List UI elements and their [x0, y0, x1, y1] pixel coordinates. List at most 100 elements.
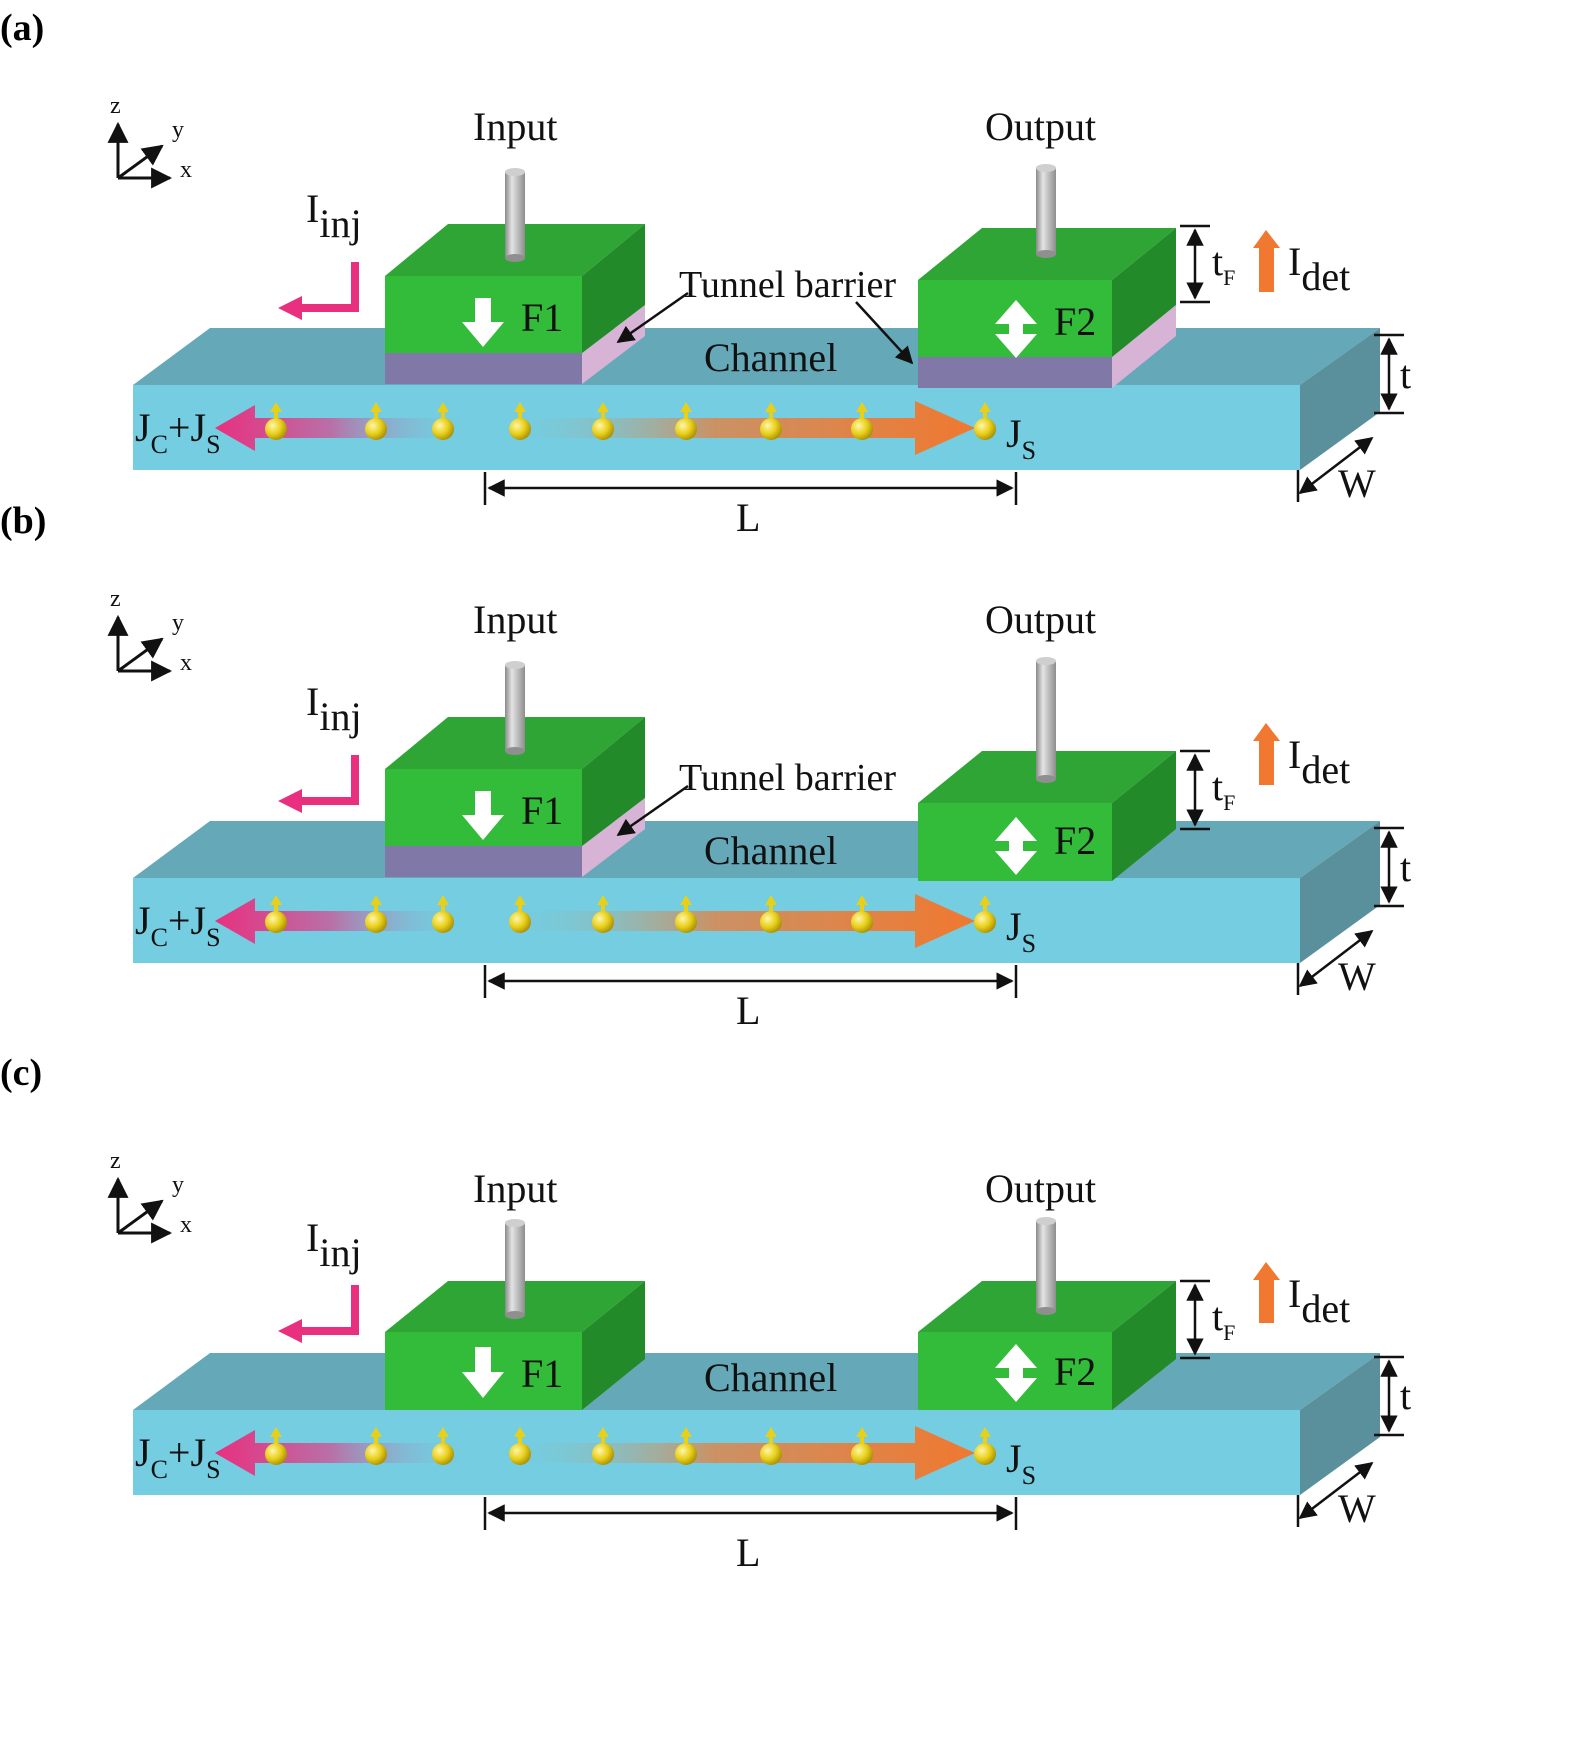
t-label: t — [1400, 352, 1411, 397]
panel-a: (a) z y x — [0, 7, 1411, 540]
injection-current-arrow — [278, 262, 359, 320]
t-dimension — [1374, 1355, 1404, 1437]
spin-particle — [760, 402, 782, 440]
axis-z-label: z — [110, 93, 121, 119]
tf-dimension — [1180, 224, 1210, 304]
f2-magnetization-bidirectional-arrow — [995, 300, 1037, 358]
w-label: W — [1338, 954, 1376, 999]
f1-magnetization-down-arrow — [462, 1347, 504, 1398]
w-dimension — [1296, 436, 1374, 502]
axes: z y x — [107, 1148, 192, 1244]
tf-dimension — [1180, 749, 1210, 831]
spin-particle — [974, 1427, 996, 1465]
spin-particle — [592, 1427, 614, 1465]
i-det-label: Idet — [1288, 732, 1350, 792]
tunnel-barrier-f1 — [385, 846, 582, 877]
injection-current-arrow — [278, 1285, 359, 1343]
input-contact — [505, 661, 525, 755]
spin-particle — [265, 1427, 287, 1465]
axis-y-label: y — [172, 610, 184, 636]
tf-label: tF — [1212, 239, 1235, 290]
panel-b: (b) z y x — [0, 500, 1411, 1033]
spin-particle — [675, 402, 697, 440]
tf-dimension — [1180, 1279, 1210, 1360]
jc-js-label: JC+JS — [135, 898, 221, 952]
f1-label: F1 — [521, 788, 563, 833]
input-contact — [505, 1219, 525, 1319]
w-label: W — [1338, 461, 1376, 506]
output-label: Output — [985, 104, 1096, 149]
jc-js-label: JC+JS — [135, 405, 221, 459]
spin-particle — [760, 1427, 782, 1465]
i-det-label: Idet — [1288, 239, 1350, 299]
channel-label: Channel — [704, 335, 837, 380]
spin-particle — [974, 895, 996, 933]
tunnel-barrier-label: Tunnel barrier — [679, 264, 896, 306]
spin-particle — [509, 895, 531, 933]
axis-x-label: x — [180, 650, 192, 676]
spin-particle — [432, 402, 454, 440]
axes: z y x — [107, 586, 192, 682]
input-label: Input — [473, 597, 557, 642]
f1-barrier-pointer — [616, 784, 689, 837]
spin-particle — [675, 1427, 697, 1465]
spin-particle — [760, 895, 782, 933]
output-label: Output — [985, 597, 1096, 642]
charge-spin-current-arrow — [215, 1430, 470, 1476]
injection-current-arrow — [278, 755, 359, 813]
detection-current-arrow — [1253, 723, 1280, 785]
spin-particle — [265, 895, 287, 933]
i-inj-label: Iinj — [306, 679, 362, 739]
js-label: JS — [1006, 904, 1036, 958]
output-contact — [1036, 164, 1056, 258]
panel-label: (c) — [0, 1052, 42, 1094]
spin-particle — [974, 402, 996, 440]
tunnel-barrier-f1 — [385, 353, 582, 384]
l-dimension — [483, 965, 1018, 998]
spin-current-arrow — [500, 894, 975, 948]
panel-label: (b) — [0, 500, 46, 542]
output-label: Output — [985, 1166, 1096, 1211]
t-label: t — [1400, 1373, 1411, 1418]
axis-y-label: y — [172, 1172, 184, 1198]
input-label: Input — [473, 1166, 557, 1211]
tf-label: tF — [1212, 1294, 1235, 1345]
spin-particle — [509, 1427, 531, 1465]
tunnel-barrier-f2 — [918, 357, 1112, 388]
spin-particle — [675, 895, 697, 933]
spin-particle — [851, 402, 873, 440]
t-dimension — [1374, 333, 1404, 415]
spin-particle — [592, 402, 614, 440]
spin-particles — [265, 402, 996, 440]
spin-particles — [265, 1427, 996, 1465]
f1-magnetization-down-arrow — [462, 298, 504, 347]
spin-particle — [365, 1427, 387, 1465]
output-contact — [1036, 657, 1056, 783]
l-dimension — [483, 1497, 1018, 1530]
input-label: Input — [473, 104, 557, 149]
charge-spin-current-arrow — [215, 898, 470, 944]
axes: z y x — [107, 93, 192, 189]
f2-magnetization-bidirectional-arrow — [995, 817, 1037, 875]
l-label: L — [736, 988, 760, 1033]
jc-js-label: JC+JS — [135, 1430, 221, 1484]
w-label: W — [1338, 1486, 1376, 1531]
spin-particle — [432, 1427, 454, 1465]
f2-label: F2 — [1054, 818, 1096, 863]
panel-label: (a) — [0, 7, 44, 49]
spin-particle — [432, 895, 454, 933]
i-inj-label: Iinj — [306, 1215, 362, 1275]
f1-label: F1 — [521, 295, 563, 340]
i-det-label: Idet — [1288, 1271, 1350, 1331]
charge-spin-current-arrow — [215, 405, 470, 451]
panel-c: (c) z y x — [0, 1052, 1411, 1575]
f2-label: F2 — [1054, 299, 1096, 344]
l-label: L — [736, 495, 760, 540]
f2-magnetization-bidirectional-arrow — [995, 1344, 1037, 1402]
l-label: L — [736, 1530, 760, 1575]
axis-z-label: z — [110, 1148, 121, 1174]
i-inj-label: Iinj — [306, 186, 362, 246]
spin-particle — [265, 402, 287, 440]
spin-current-arrow — [500, 1426, 975, 1480]
w-dimension — [1296, 1461, 1374, 1527]
